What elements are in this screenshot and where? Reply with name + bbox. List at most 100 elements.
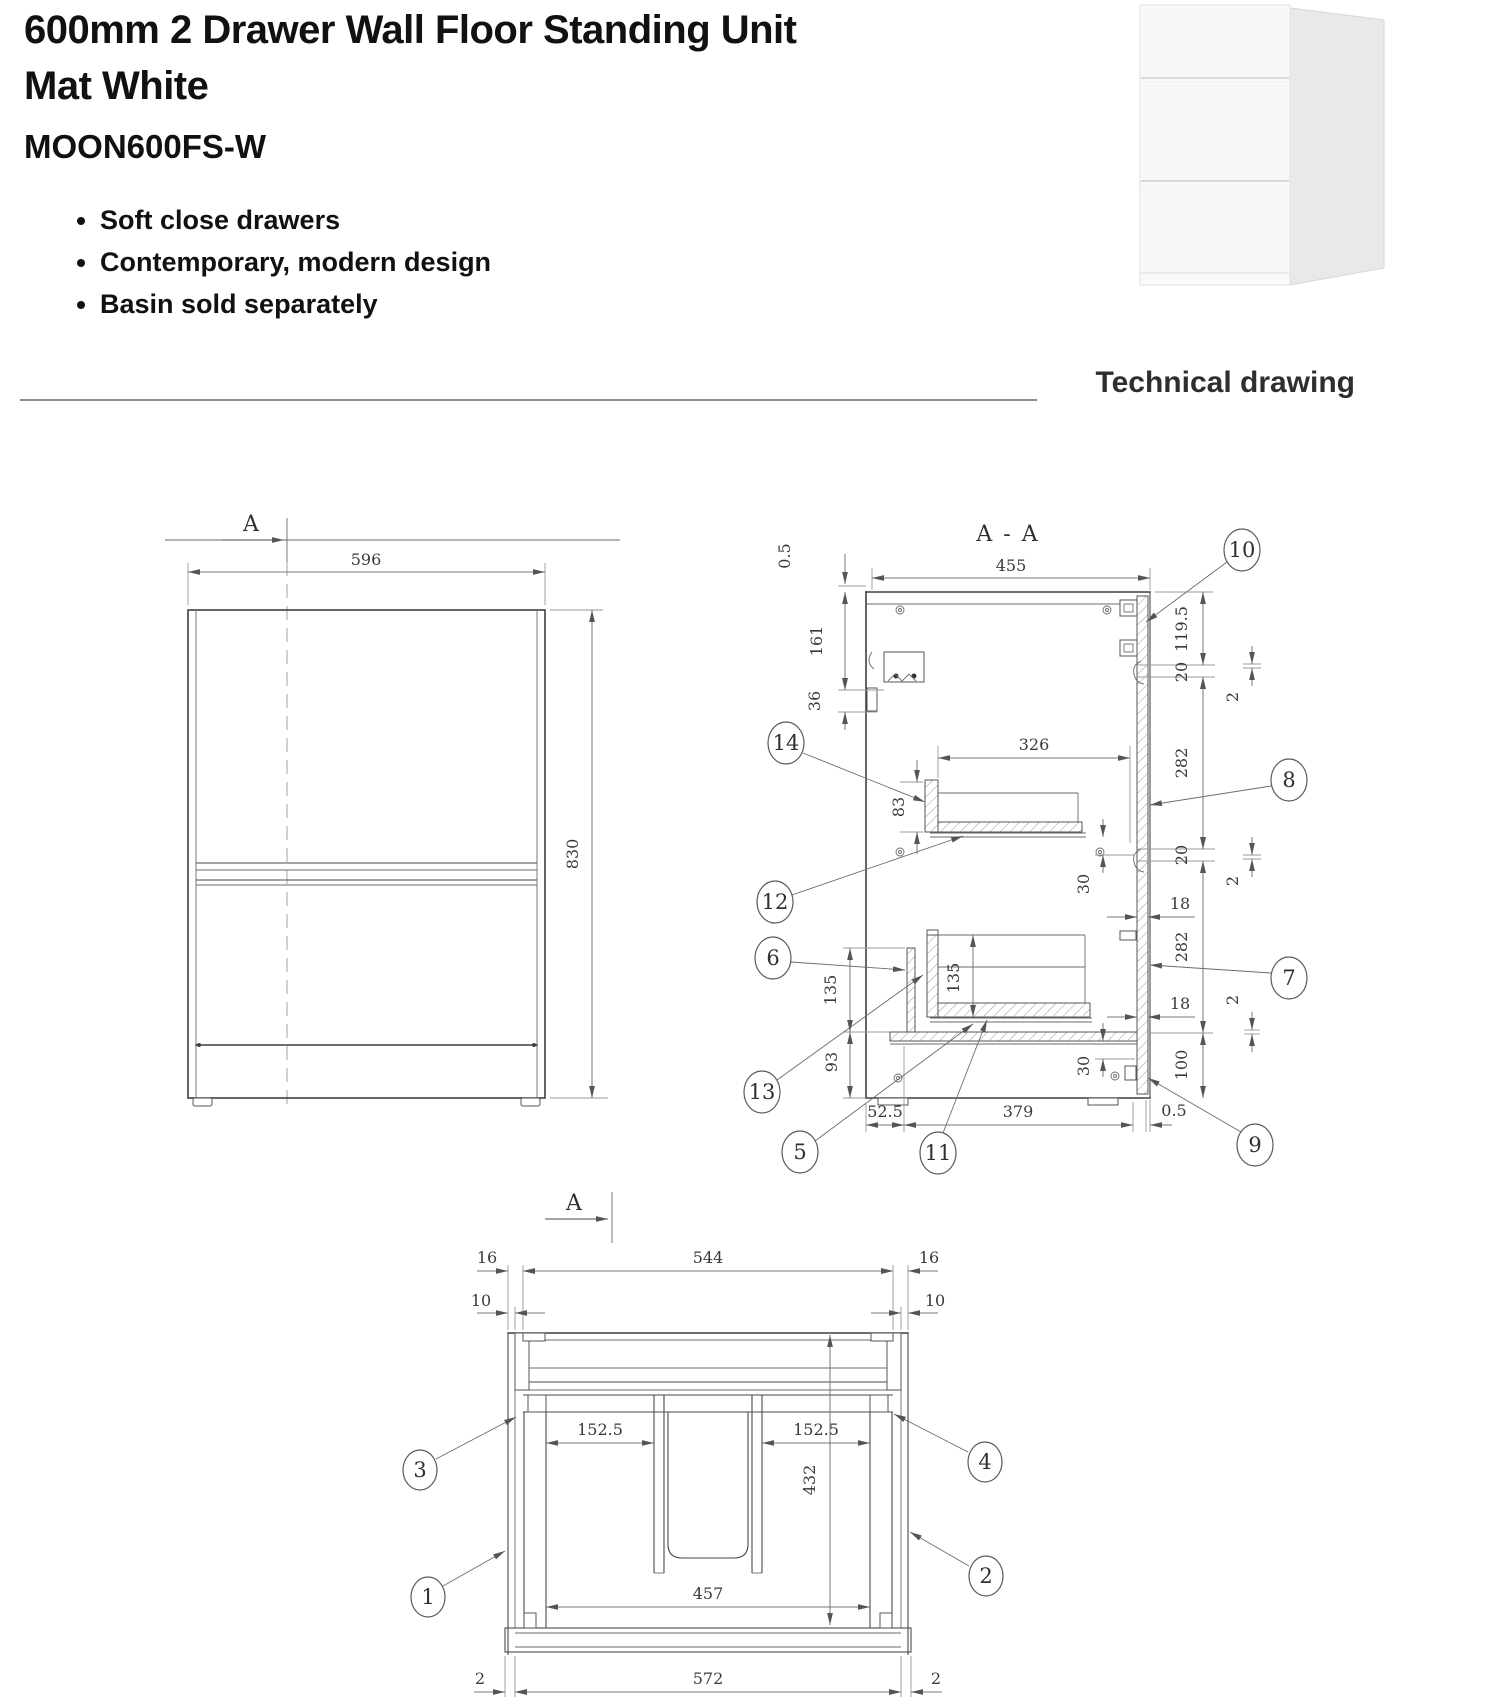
dim-135-left: 135 xyxy=(821,975,840,1006)
dim-135-right: 135 xyxy=(944,963,963,994)
section-title: A - A xyxy=(975,522,1039,547)
screw-icon xyxy=(1110,1071,1120,1081)
dim-152p5-left: 152.5 xyxy=(577,1420,623,1439)
front-view: A 596 xyxy=(165,512,620,1112)
dim-10-right: 10 xyxy=(925,1291,945,1310)
section-lower-drawer: 135 135 xyxy=(821,929,1137,1033)
svg-text:6: 6 xyxy=(766,946,779,970)
plan-view: A 16 544 16 10 xyxy=(402,1191,1004,1697)
dim-10-left: 10 xyxy=(471,1291,491,1310)
callout-9: 9 xyxy=(1147,1077,1274,1167)
svg-text:11: 11 xyxy=(925,1141,952,1165)
dim-2-bottom: 2 xyxy=(1223,995,1242,1005)
screw-icon xyxy=(895,605,905,615)
callout-1: 1 xyxy=(410,1550,506,1618)
page-title-line2: Mat White xyxy=(24,64,209,108)
dim-161: 161 xyxy=(807,626,826,657)
svg-text:7: 7 xyxy=(1282,966,1295,990)
technical-drawing-heading: Technical drawing xyxy=(1095,366,1356,399)
screw-icon xyxy=(1102,605,1112,615)
svg-text:5: 5 xyxy=(793,1140,806,1164)
svg-text:14: 14 xyxy=(773,731,800,755)
dim-0p5-bottom: 0.5 xyxy=(1161,1101,1186,1120)
dim-30-bottom: 30 xyxy=(1074,1056,1093,1076)
dim-36: 36 xyxy=(805,691,824,711)
dim-93: 93 xyxy=(822,1052,841,1072)
section-view: A - A xyxy=(743,522,1308,1175)
plan-section-marker: A xyxy=(545,1191,613,1243)
svg-text:9: 9 xyxy=(1248,1133,1261,1157)
front-view-width-dim: 596 xyxy=(187,550,546,605)
svg-text:4: 4 xyxy=(978,1450,991,1474)
callout-3: 3 xyxy=(402,1416,517,1491)
svg-text:8: 8 xyxy=(1282,768,1295,792)
dim-119p5: 119.5 xyxy=(1172,606,1191,652)
callout-8: 8 xyxy=(1149,758,1308,807)
callout-13: 13 xyxy=(743,974,924,1114)
dim-0p5-top: 0.5 xyxy=(775,543,794,568)
callout-5: 5 xyxy=(781,1023,974,1174)
screw-icon xyxy=(895,847,905,857)
front-view-section-marker: A xyxy=(165,512,620,1112)
dim-379: 379 xyxy=(1003,1102,1034,1121)
dim-572: 572 xyxy=(693,1669,724,1688)
callout-14: 14 xyxy=(767,721,926,803)
dim-455: 455 xyxy=(996,556,1027,575)
callout-2: 2 xyxy=(909,1531,1004,1597)
dim-2-mid: 2 xyxy=(1223,876,1242,886)
product-model: MOON600FS-W xyxy=(24,128,267,165)
dim-326: 326 xyxy=(1019,735,1050,754)
callout-12: 12 xyxy=(756,835,964,924)
dim-20-mid: 20 xyxy=(1172,845,1191,865)
svg-text:10: 10 xyxy=(1229,538,1256,562)
callout-11: 11 xyxy=(919,1019,988,1175)
section-mid-rail: 30 xyxy=(1074,664,1215,894)
callout-6: 6 xyxy=(754,936,906,980)
svg-text:13: 13 xyxy=(749,1080,776,1104)
plan-section-label: A xyxy=(565,1191,584,1216)
dim-282-bottom: 282 xyxy=(1172,932,1191,963)
section-divider xyxy=(20,399,1037,401)
feature-item: Soft close drawers xyxy=(100,205,491,236)
dim-30-mid: 30 xyxy=(1074,874,1093,894)
dim-100: 100 xyxy=(1172,1050,1191,1081)
feature-item: Contemporary, modern design xyxy=(100,247,491,278)
section-upper-drawer-dims: 326 83 xyxy=(889,735,1131,854)
dim-18-bottom: 18 xyxy=(1170,994,1190,1013)
callout-10: 10 xyxy=(1145,528,1261,623)
section-carcass xyxy=(865,591,1151,1106)
callout-7: 7 xyxy=(1149,956,1308,1000)
svg-text:1: 1 xyxy=(421,1585,434,1609)
dim-2-left: 2 xyxy=(475,1669,485,1688)
plan-bottom-dims: 2 572 2 xyxy=(474,1656,942,1697)
screw-icon xyxy=(1095,847,1105,857)
section-bottom: 30 93 xyxy=(822,1023,1138,1099)
dim-457: 457 xyxy=(693,1584,724,1603)
plan-top-dims: 16 544 16 10 10 xyxy=(471,1248,945,1330)
section-width-dim: 455 xyxy=(871,556,1151,590)
dim-432: 432 xyxy=(800,1465,819,1496)
dim-544: 544 xyxy=(693,1248,724,1267)
product-image xyxy=(1139,4,1385,286)
dim-830: 830 xyxy=(563,839,582,870)
section-left-dims: 0.5 161 36 xyxy=(775,543,884,730)
svg-text:12: 12 xyxy=(762,890,789,914)
page-title-line1: 600mm 2 Drawer Wall Floor Standing Unit xyxy=(24,8,797,52)
dim-2-top: 2 xyxy=(1223,692,1242,702)
front-section-label: A xyxy=(242,512,261,537)
section-callouts: 10 14 8 12 xyxy=(743,528,1308,1175)
callout-4: 4 xyxy=(893,1413,1003,1483)
front-view-outline xyxy=(187,609,546,1107)
front-view-height-dim: 830 xyxy=(550,609,608,1099)
plan-back-panel xyxy=(504,1612,912,1653)
dim-20-top: 20 xyxy=(1172,662,1191,682)
dim-16-right: 16 xyxy=(919,1248,939,1267)
dim-16-left: 16 xyxy=(477,1248,497,1267)
dim-52p5: 52.5 xyxy=(867,1102,903,1121)
dim-152p5-right: 152.5 xyxy=(793,1420,839,1439)
section-right-dims: 119.5 20 2 282 20 2 18 xyxy=(1107,591,1261,1098)
feature-item: Basin sold separately xyxy=(100,289,491,320)
section-top-hardware xyxy=(866,599,1145,712)
